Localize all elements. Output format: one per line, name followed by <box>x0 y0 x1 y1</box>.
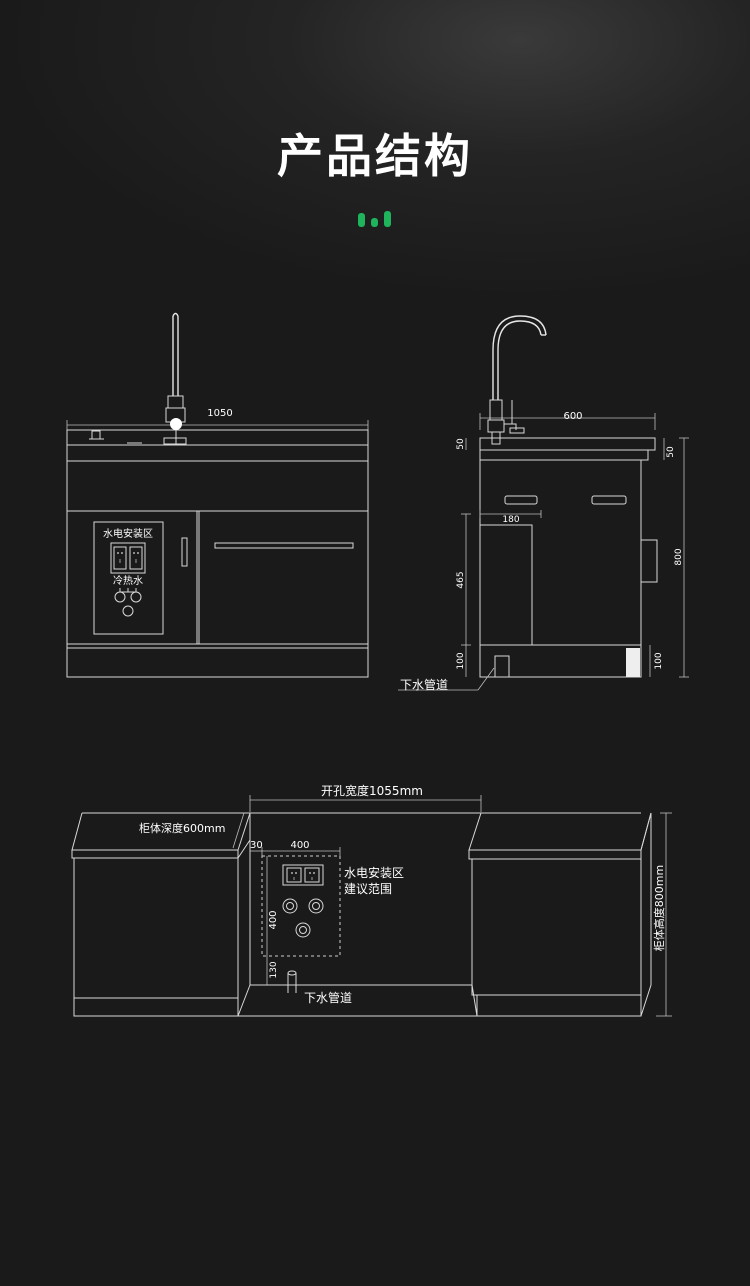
side-inner-height-label: 465 <box>456 571 466 588</box>
install-depth-label: 柜体深度600mm <box>139 821 225 835</box>
front-water-label: 冷热水 <box>113 574 143 587</box>
install-zone-title: 水电安装区 <box>344 865 404 880</box>
drain-pipe-icon <box>287 970 297 993</box>
front-utility-area-label: 水电安装区 <box>103 527 153 540</box>
install-drain-label: 下水管道 <box>304 990 352 1005</box>
install-bottom-label: 130 <box>269 961 279 978</box>
side-view-drawing: 600 50 50 180 <box>398 315 689 692</box>
page-title: 产品结构 <box>277 129 473 183</box>
side-drain-label: 下水管道 <box>400 677 448 692</box>
install-zone-width-label: 400 <box>290 840 309 851</box>
install-zone-height-label: 400 <box>268 910 279 929</box>
front-view-drawing: 1050 水电安装区 <box>66 312 369 678</box>
install-view-drawing: 开孔宽度1055mm 柜体深度600mm 柜体高度800mm <box>71 783 672 1017</box>
side-top-right-label: 50 <box>666 446 676 458</box>
side-base-left-label: 100 <box>456 652 466 669</box>
faucet-side-icon <box>487 315 547 445</box>
side-top-label: 50 <box>456 438 466 450</box>
install-height-label: 柜体高度800mm <box>652 865 666 951</box>
faucet-front-icon <box>163 312 187 445</box>
side-inner-width-label: 180 <box>502 515 519 525</box>
front-width-label: 1050 <box>207 408 232 419</box>
install-opening-label: 开孔宽度1055mm <box>321 783 423 798</box>
install-offset-label: 30 <box>250 840 263 851</box>
section-accent-bars-icon <box>358 205 392 227</box>
side-base-right-label: 100 <box>654 652 664 669</box>
side-depth-label: 600 <box>563 411 582 422</box>
side-height-label: 800 <box>674 548 684 565</box>
install-zone-subtitle: 建议范围 <box>344 882 392 896</box>
